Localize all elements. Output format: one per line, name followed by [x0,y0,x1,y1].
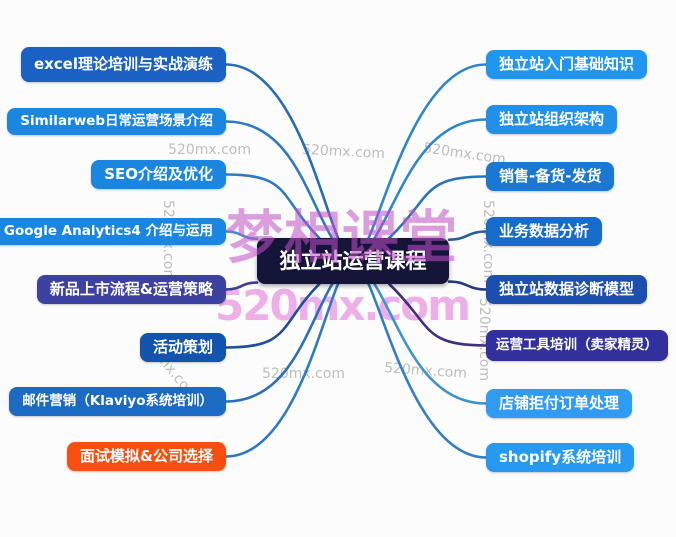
connector-line [224,282,321,349]
branch-operation-tools-training[interactable]: 运营工具培训（卖家精灵） [486,330,668,361]
connector-line [373,282,488,405]
connector-line [224,120,334,240]
branch-ga4-intro[interactable]: Google Analytics4 介绍与运用 [0,218,226,245]
connector-line [224,282,334,403]
branch-site-basics[interactable]: 独立站入门基础知识 [486,50,648,79]
connector-line [367,63,488,240]
branch-seo-intro[interactable]: SEO介绍及优化 [91,160,226,189]
connector-line [387,282,488,347]
center-node[interactable]: 独立站运营课程 [257,238,449,284]
connector-line [224,282,340,458]
connector-line [447,280,488,291]
branch-email-marketing[interactable]: 邮件营销（Klaviyo系统培训） [9,387,226,416]
connector-line [224,173,321,240]
branch-site-org-structure[interactable]: 独立站组织架构 [486,105,618,134]
branch-sales-stock-shipping[interactable]: 销售-备货-发货 [486,162,615,191]
branch-interview-simulation[interactable]: 面试模拟&公司选择 [66,442,226,471]
branch-business-data-analysis[interactable]: 业务数据分析 [486,217,603,246]
connector-line [367,282,488,459]
branch-event-planning[interactable]: 活动策划 [139,333,226,362]
branch-data-diagnosis-model[interactable]: 独立站数据诊断模型 [486,275,648,304]
connector-line [373,118,488,240]
connector-line [387,175,488,240]
branch-shopify-training[interactable]: shopify系统培训 [486,443,635,472]
branch-product-launch[interactable]: 新品上市流程&运营策略 [36,275,226,304]
connector-line [224,230,259,241]
connector-line [224,281,259,291]
connector-line [224,63,340,240]
branch-chargeback-handling[interactable]: 店铺拒付订单处理 [486,389,633,418]
branch-excel-training[interactable]: excel理论培训与实战演练 [20,47,226,82]
branch-similarweb-scenarios[interactable]: Similarweb日常运营场景介绍 [7,108,226,135]
connector-line [447,230,488,242]
